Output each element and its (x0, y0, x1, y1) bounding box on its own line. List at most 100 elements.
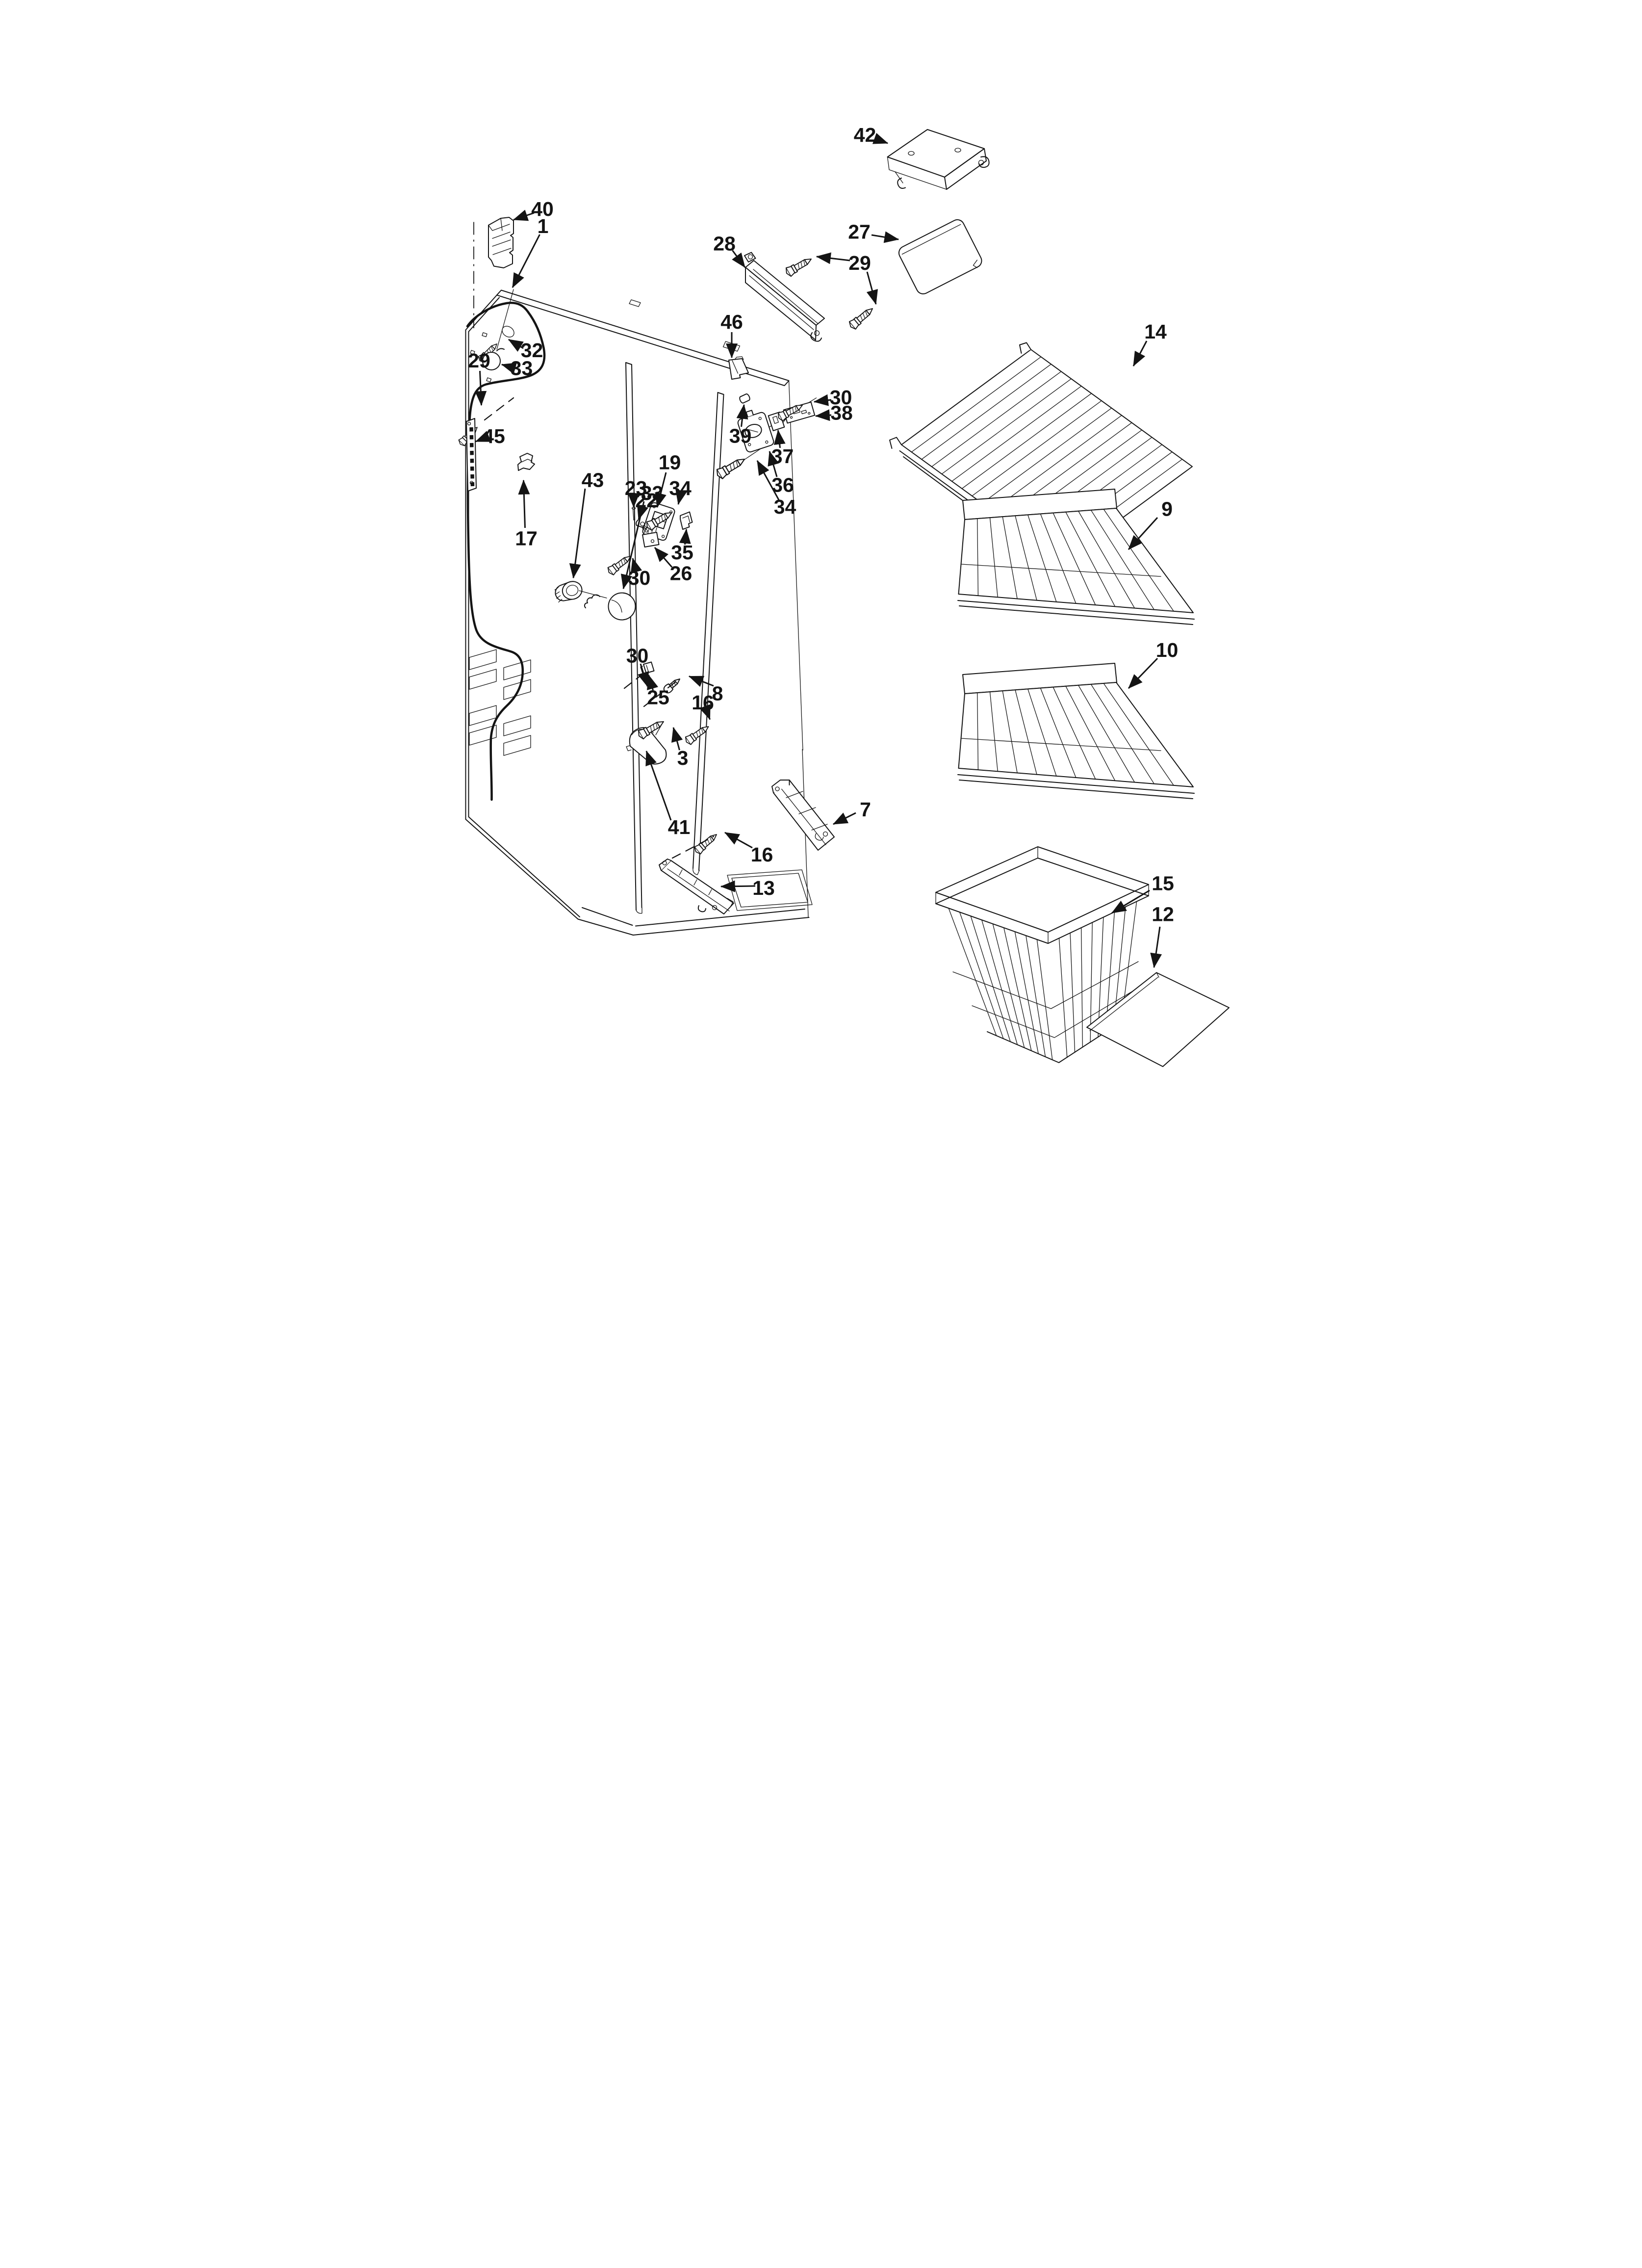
callout-46: 46 (720, 311, 743, 333)
leader-arrow-43 (569, 488, 586, 579)
wire (1015, 515, 1037, 601)
exploded-parts-diagram: 4014227292846143233294517192322343038373… (410, 0, 1232, 1134)
wire (921, 364, 1052, 460)
callout-3: 3 (677, 747, 689, 769)
screw-16-axis-dash (671, 835, 715, 859)
wire (1090, 922, 1093, 1043)
wire (1014, 932, 1039, 1054)
leader-arrow-1 (512, 234, 540, 288)
leader-arrow-12 (1150, 926, 1162, 968)
part-33-bulb-lower (579, 590, 636, 621)
callout-14: 14 (1144, 320, 1167, 343)
wire (1040, 513, 1077, 604)
callout-34: 34 (774, 495, 796, 518)
callout-25: 25 (647, 686, 669, 709)
callout-39: 39 (729, 425, 752, 447)
callout-35: 35 (671, 541, 693, 564)
callout-16: 16 (751, 843, 773, 866)
leader-arrow-34 (675, 489, 687, 505)
wire (981, 408, 1112, 504)
wire (1065, 512, 1116, 607)
wire (989, 691, 998, 772)
part-12-plate (1086, 972, 1230, 1067)
callout-37: 37 (771, 445, 794, 468)
leader-arrow-29 (816, 252, 850, 264)
connector-axis-dash (623, 674, 643, 689)
wire (1078, 685, 1135, 783)
leader-arrow-29 (475, 370, 487, 406)
leader-arrow-45 (475, 431, 491, 443)
callout-43: 43 (582, 469, 604, 492)
callout-45: 45 (483, 425, 505, 447)
callout-7: 7 (860, 798, 871, 821)
leader-arrow-32 (508, 339, 524, 352)
wire (989, 517, 998, 598)
leader-arrow-8 (688, 676, 714, 687)
part-40-shelf-clip (488, 217, 514, 268)
wire (970, 916, 1011, 1042)
callout-1: 1 (538, 215, 549, 237)
leader-arrow-37 (773, 429, 786, 448)
callout-8: 8 (712, 682, 723, 705)
part-45-trim-strip (466, 418, 477, 492)
wire (1103, 683, 1174, 786)
callout-34: 34 (669, 477, 692, 499)
callout-33: 33 (511, 357, 533, 380)
shelf-9-wires (977, 509, 1174, 612)
leader-arrow-25 (647, 674, 659, 691)
part-35-bracket (680, 511, 693, 530)
part-42-bracket (887, 129, 990, 190)
leader-arrow-14 (1132, 340, 1148, 367)
callout-26: 26 (670, 562, 693, 585)
leader-arrow-10 (1128, 657, 1158, 689)
wire (1065, 686, 1116, 781)
wire (1052, 686, 1096, 780)
wire (1103, 509, 1174, 612)
wire (1036, 939, 1053, 1060)
callout-30: 30 (626, 645, 649, 667)
callout-32: 32 (521, 339, 543, 362)
part-17-clip (517, 453, 535, 471)
callout-29: 29 (848, 252, 871, 274)
part-36-control-housing (737, 410, 774, 453)
leader-arrow-15 (1111, 889, 1150, 914)
callout-16: 16 (692, 691, 714, 714)
callout-22: 22 (635, 489, 658, 512)
wire (931, 371, 1062, 467)
leader-arrow-9 (1128, 517, 1158, 550)
leader-arrow-36 (768, 450, 779, 477)
wire (1090, 684, 1155, 784)
part-29-screw-a (783, 254, 814, 278)
leader-arrow-28 (732, 250, 746, 268)
part-15-wire-basket (935, 846, 1149, 1063)
leader-arrow-30 (630, 557, 642, 574)
callout-28: 28 (713, 233, 736, 255)
wire (1040, 687, 1077, 778)
wire (1027, 514, 1057, 602)
wire (981, 920, 1018, 1045)
leader-arrow-35 (679, 528, 691, 545)
leader-arrow-33 (501, 363, 517, 374)
wire (992, 415, 1122, 511)
wire (972, 400, 1102, 496)
wire (977, 692, 979, 770)
wire (992, 924, 1025, 1048)
part-28-bracket (744, 252, 825, 342)
callout-33: 33 (641, 482, 664, 504)
wire (1070, 933, 1076, 1053)
wire (1002, 690, 1018, 774)
embossed-panel-recesses (469, 649, 531, 756)
wire (1026, 936, 1046, 1057)
part-29-screw-b (847, 304, 876, 331)
callout-41: 41 (668, 816, 691, 838)
leader-arrow-3 (671, 727, 683, 751)
leader-arrow-16 (699, 704, 711, 720)
part-27-cover-plate (898, 219, 982, 295)
callout-40: 40 (531, 198, 554, 220)
callout-9: 9 (1161, 498, 1173, 521)
screw-3-leader (655, 722, 664, 735)
callout-13: 13 (752, 877, 775, 899)
wire (1090, 510, 1155, 610)
